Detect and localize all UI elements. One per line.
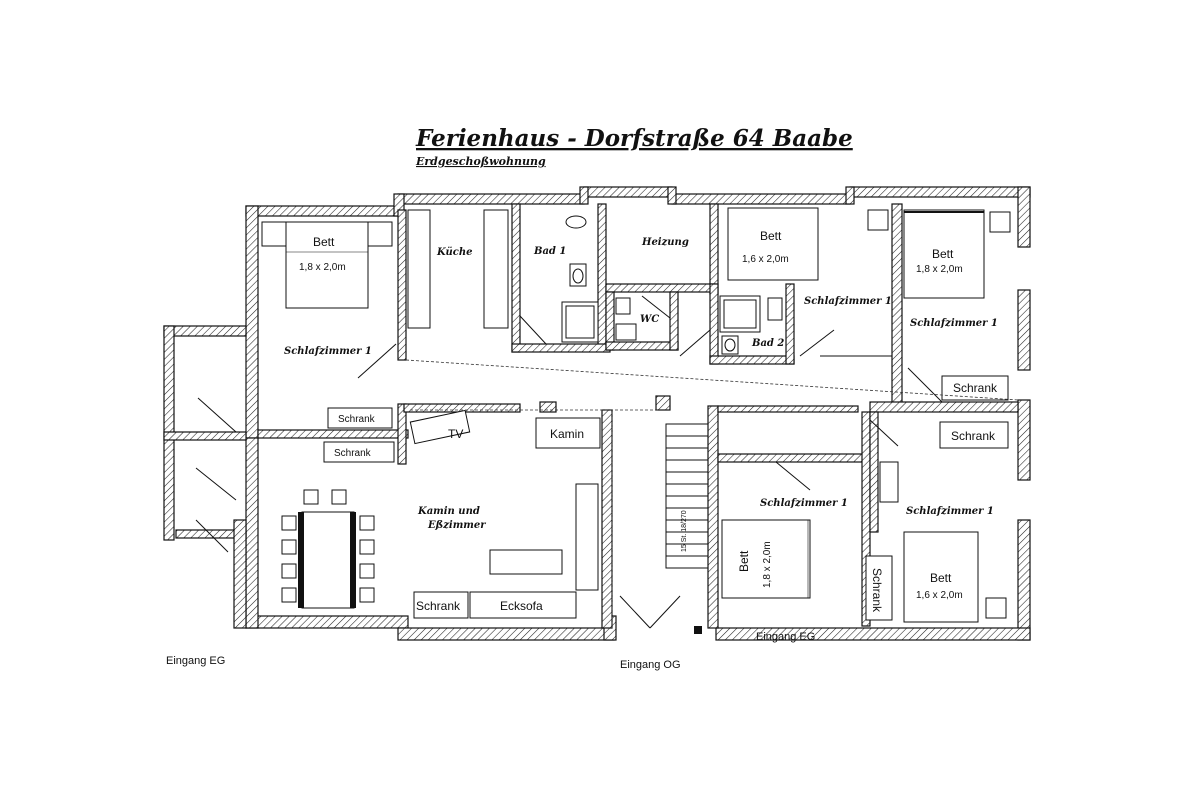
corridor-markings <box>405 359 1019 628</box>
bed-size-label: 1,6 x 2,0m <box>742 254 789 265</box>
corner-sofa-label: Ecksofa <box>500 599 543 613</box>
bathroom-2: Bad 2 <box>719 295 784 355</box>
bed-size-label: 1,8 x 2,0m <box>299 262 346 273</box>
bathroom-1: Bad 1 <box>533 215 599 343</box>
bed-label: Bett <box>932 247 954 261</box>
wardrobe <box>865 555 893 621</box>
bed-label: Bett <box>930 571 952 585</box>
room-label-schlafzimmer: Schlafzimmer 1 <box>284 346 372 357</box>
outer-walls <box>163 186 1031 641</box>
tv-label: TV <box>448 427 463 441</box>
room-label-schlafzimmer: Schlafzimmer 1 <box>910 318 998 329</box>
room-label-schlafzimmer: Schlafzimmer 1 <box>804 296 892 307</box>
entrance-eg-label: Eingang EG <box>166 655 225 667</box>
wardrobe <box>327 407 393 429</box>
bed-size-label: 1,8 x 2,0m <box>762 541 773 588</box>
room-label-esszimmer: Eßzimmer <box>427 520 486 531</box>
living-dining-room: TV Kamin Kamin und Eßzimmer Ecksofa Schr… <box>281 409 601 619</box>
tv-unit <box>409 409 471 445</box>
wardrobe-label: Schrank <box>334 448 372 459</box>
stairs-note: 15 St. 18/270 <box>681 510 688 552</box>
room-label-kueche: Küche <box>436 247 472 258</box>
room-label-schlafzimmer: Schlafzimmer 1 <box>760 498 848 509</box>
kitchen: Küche <box>407 209 509 329</box>
interior-walls <box>257 203 1019 629</box>
wardrobe-label: Schrank <box>338 414 376 425</box>
fireplace-label: Kamin <box>550 427 584 441</box>
bed <box>721 519 811 599</box>
room-label-wc: WC <box>640 314 659 325</box>
bed-label: Bett <box>760 229 782 243</box>
wardrobe-label: Schrank <box>870 568 884 613</box>
dining-table <box>301 511 355 609</box>
bedroom-southeast: Schrank Schlafzimmer 1 Bett 1,6 x 2,0m <box>879 421 1009 623</box>
bed <box>903 531 979 623</box>
bedroom-northeast: Bett 1,8 x 2,0m Schlafzimmer 1 Schrank <box>903 209 1011 401</box>
bed-label: Bett <box>313 235 335 249</box>
bedroom-north-middle: Bett 1,6 x 2,0m Schlafzimmer 1 <box>727 207 892 357</box>
room-label-kamin: Kamin und <box>417 506 480 517</box>
bedroom-south-middle: Schlafzimmer 1 Bett 1,8 x 2,0m Schrank <box>721 498 893 621</box>
bed-size-label: 1,8 x 2,0m <box>916 264 963 275</box>
bed <box>903 209 985 299</box>
staircase: 15 St. 18/270 <box>665 423 709 569</box>
wardrobe-label: Schrank <box>416 599 461 613</box>
bed <box>727 207 819 281</box>
wardrobe <box>323 441 395 463</box>
room-label-bad1: Bad 1 <box>533 246 566 257</box>
bed-size-label: 1,6 x 2,0m <box>916 590 963 601</box>
fireplace <box>535 417 601 449</box>
entrance-eg-label: Eingang EG <box>756 631 815 643</box>
wardrobe-label: Schrank <box>953 381 998 395</box>
wardrobe <box>941 375 1009 401</box>
plan-title: Ferienhaus - Dorfstraße 64 Baabe <box>415 125 853 152</box>
room-label-heizung: Heizung <box>641 237 689 248</box>
wc: WC <box>615 297 659 341</box>
wardrobe-label: Schrank <box>951 429 996 443</box>
wardrobe <box>939 421 1009 449</box>
corner-sofa <box>469 591 577 619</box>
room-label-bad2: Bad 2 <box>751 338 784 349</box>
bed <box>285 221 369 309</box>
bed-label: Bett <box>737 550 751 572</box>
room-label-schlafzimmer: Schlafzimmer 1 <box>906 506 994 517</box>
plan-subtitle: Erdgeschoßwohnung <box>415 155 546 168</box>
wardrobe <box>413 591 469 619</box>
door-swings <box>195 295 943 629</box>
entrance-og-label: Eingang OG <box>620 659 681 671</box>
bedroom-northwest: Bett 1,8 x 2,0m Schlafzimmer 1 Schrank S… <box>261 221 395 463</box>
